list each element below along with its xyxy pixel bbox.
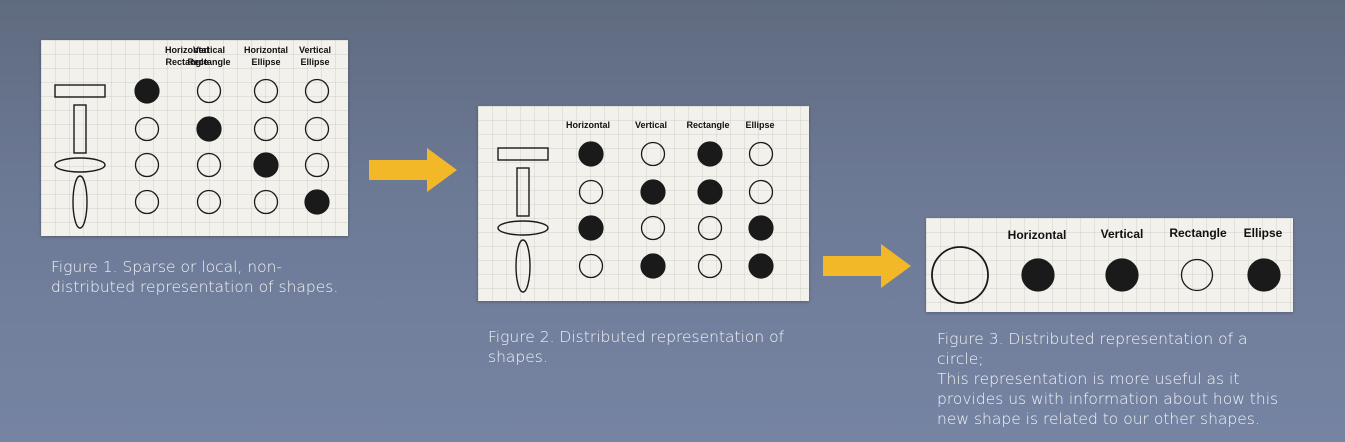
horizontal-ellipse-shape	[54, 157, 106, 173]
arrow-right-icon	[823, 244, 911, 288]
vertical-rectangle-shape	[73, 104, 87, 154]
figure3-header-1: Vertical	[1100, 227, 1144, 241]
vertical-ellipse-shape	[72, 175, 88, 229]
figure1-card: Horizontal Rectangle Vertical Rectangle …	[41, 40, 348, 236]
filled-unit-circle	[304, 189, 330, 215]
figure1-caption: Figure 1. Sparse or local, non-distribut…	[51, 258, 339, 296]
empty-unit-circle	[304, 152, 330, 178]
filled-unit-circle	[578, 215, 604, 241]
empty-unit-circle	[134, 152, 160, 178]
filled-unit-circle	[1105, 258, 1139, 292]
figure2-header-1: Vertical	[634, 120, 668, 130]
figure1-matrix	[54, 78, 330, 229]
empty-unit-circle	[697, 253, 723, 279]
filled-unit-circle	[697, 141, 723, 167]
empty-unit-circle	[134, 189, 160, 215]
figure1-header-1: Vertical Rectangle	[187, 45, 231, 68]
empty-unit-circle	[253, 116, 279, 142]
empty-unit-circle	[640, 215, 666, 241]
horizontal-rectangle-shape	[497, 147, 549, 161]
filled-unit-circle	[748, 215, 774, 241]
empty-unit-circle	[304, 116, 330, 142]
empty-unit-circle	[196, 78, 222, 104]
figure3-card: Horizontal Vertical Rectangle Ellipse	[926, 218, 1293, 312]
figure1-header-0: Horizontal Rectangle	[165, 45, 209, 68]
filled-unit-circle	[134, 78, 160, 104]
filled-unit-circle	[748, 253, 774, 279]
empty-unit-circle	[697, 215, 723, 241]
filled-unit-circle	[196, 116, 222, 142]
figure2-header-2: Rectangle	[686, 120, 730, 130]
figure3-caption: Figure 3. Distributed representation of …	[937, 330, 1279, 428]
filled-unit-circle	[640, 179, 666, 205]
empty-unit-circle	[253, 78, 279, 104]
filled-unit-circle	[1247, 258, 1281, 292]
empty-unit-circle	[748, 141, 774, 167]
figure3-header-3: Ellipse	[1243, 226, 1283, 240]
figure2-card: Horizontal Vertical Rectangle Ellipse	[478, 106, 809, 301]
filled-unit-circle	[697, 179, 723, 205]
empty-unit-circle	[578, 253, 604, 279]
empty-unit-circle	[304, 78, 330, 104]
figure2-header-0: Horizontal	[566, 120, 610, 130]
figure3-matrix	[931, 246, 1281, 304]
figure1-header-2: Horizontal Ellipse	[244, 45, 288, 68]
empty-unit-circle	[640, 141, 666, 167]
empty-unit-circle	[134, 116, 160, 142]
vertical-ellipse-shape	[515, 239, 531, 293]
vertical-rectangle-shape	[516, 167, 530, 217]
figure3-header-2: Rectangle	[1169, 226, 1227, 240]
figure3-header-0: Horizontal	[1007, 228, 1067, 242]
filled-unit-circle	[640, 253, 666, 279]
filled-unit-circle	[578, 141, 604, 167]
figure1-header-3: Vertical Ellipse	[298, 45, 332, 68]
circle-shape	[931, 246, 989, 304]
filled-unit-circle	[253, 152, 279, 178]
empty-unit-circle	[578, 179, 604, 205]
figure2-matrix	[497, 141, 774, 293]
horizontal-rectangle-shape	[54, 84, 106, 98]
arrow-right-icon	[369, 148, 457, 192]
horizontal-ellipse-shape	[497, 220, 549, 236]
empty-unit-circle	[253, 189, 279, 215]
figure2-header-3: Ellipse	[745, 120, 775, 130]
filled-unit-circle	[1021, 258, 1055, 292]
empty-unit-circle	[196, 152, 222, 178]
empty-unit-circle	[1180, 258, 1214, 292]
empty-unit-circle	[196, 189, 222, 215]
empty-unit-circle	[748, 179, 774, 205]
